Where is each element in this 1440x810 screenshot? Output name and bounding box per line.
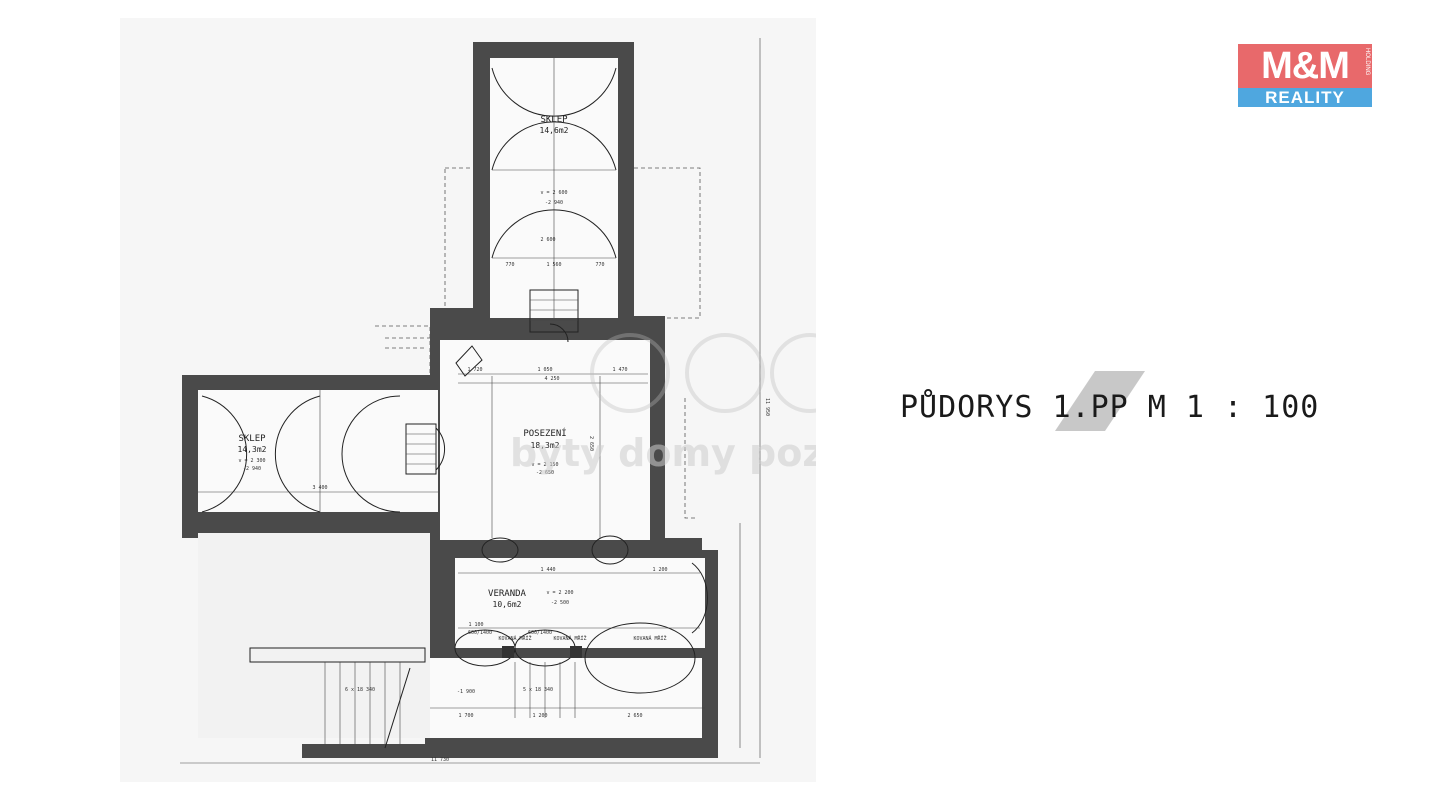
note-grille-2: KOVANÁ MŘÍŽ xyxy=(553,634,586,642)
note-level-2: -2 940 xyxy=(243,466,261,472)
room-label-posezeni: POSEZENÍ xyxy=(523,427,566,439)
note-stairs-2: 5 x 18 340 xyxy=(523,687,553,693)
room-area-posezeni: 18,3m2 xyxy=(531,441,560,450)
note-height-4: v = 2 200 xyxy=(546,590,573,596)
dashed-outline-left-2 xyxy=(385,337,430,349)
plan-title: PŮDORYS 1.PP M 1 : 100 xyxy=(900,390,1320,425)
arc-left-3 xyxy=(341,395,401,513)
title-slash-decoration xyxy=(1055,371,1145,431)
stair-middle xyxy=(405,423,437,475)
exterior-stair-area xyxy=(198,533,430,738)
arc-left-1 xyxy=(201,395,248,513)
door-veranda-1 xyxy=(481,537,519,563)
dim-14: 1 560 xyxy=(546,262,561,268)
dim-1: 1 720 xyxy=(467,367,482,373)
window-arc-3 xyxy=(584,622,696,694)
corridor xyxy=(440,340,460,540)
dim-6: 2 650 xyxy=(588,436,594,451)
note-height-2: v = 2 300 xyxy=(238,458,265,464)
door-veranda-right xyxy=(691,562,708,634)
note-grille-1: KOVANÁ MŘÍŽ xyxy=(498,634,531,642)
stair-slash xyxy=(384,667,411,749)
dim-2: 1 050 xyxy=(537,367,552,373)
note-height-3: v = 2 150 xyxy=(531,462,558,468)
door-swing-middle xyxy=(435,427,446,471)
room-sklep-left xyxy=(198,390,438,512)
dashed-outline-right xyxy=(684,398,695,519)
floor-plan: SKLEP 14,6m2 POSEZENÍ 18,3m2 SKLEP 14,3m… xyxy=(120,18,816,782)
note-level-1: -2 940 xyxy=(545,200,563,206)
note-level-3: -2 650 xyxy=(536,470,554,476)
room-area-sklep-upper: 14,6m2 xyxy=(540,126,569,135)
note-window-2: 600/1400 xyxy=(528,630,552,636)
room-label-sklep-left: SKLEP xyxy=(238,434,266,444)
dim-11: 1 200 xyxy=(532,713,547,719)
door-veranda-2 xyxy=(591,535,629,565)
note-grille-3: KOVANÁ MŘÍŽ xyxy=(633,634,666,642)
landing xyxy=(249,647,426,663)
room-area-veranda: 10,6m2 xyxy=(493,600,522,609)
door-corner xyxy=(455,345,483,377)
room-veranda-lower xyxy=(430,658,702,738)
note-level-4: -2 500 xyxy=(551,600,569,606)
room-label-sklep-upper: SKLEP xyxy=(540,115,568,125)
dim-16: 770 xyxy=(595,262,604,268)
dim-total-height: 11 950 xyxy=(764,398,770,416)
dim-13: 2 600 xyxy=(540,237,555,243)
room-label-veranda: VERANDA xyxy=(488,589,527,599)
dim-12: 2 650 xyxy=(627,713,642,719)
dim-5: 3 400 xyxy=(312,485,327,491)
watermark-text: byty domy pozemky xyxy=(510,431,816,475)
mm-reality-logo: M&M HOLDING REALITY xyxy=(1238,44,1372,107)
room-area-sklep-left: 14,3m2 xyxy=(238,445,267,454)
note-stairs-1: 6 x 18 340 xyxy=(345,687,375,693)
dim-4: 4 250 xyxy=(544,376,559,382)
note-height-1: v = 2 600 xyxy=(540,190,567,196)
watermark xyxy=(590,333,816,413)
dim-8: 1 200 xyxy=(652,567,667,573)
dim-15: 770 xyxy=(505,262,514,268)
note-level-5: -1 900 xyxy=(457,689,475,695)
room-posezeni xyxy=(455,340,650,540)
floor-plan-drawing: SKLEP 14,6m2 POSEZENÍ 18,3m2 SKLEP 14,3m… xyxy=(180,38,816,764)
logo-top-text: M&M xyxy=(1238,44,1372,88)
dim-9: 1 100 xyxy=(468,622,483,628)
note-window-1: 600/1400 xyxy=(468,630,492,636)
dim-7: 1 440 xyxy=(540,567,555,573)
stair-treads-lower xyxy=(324,662,576,744)
logo-holding-text: HOLDING xyxy=(1364,48,1370,76)
door-swing-upper xyxy=(549,323,569,343)
stair-upper xyxy=(529,289,579,333)
dim-total-width: 11 730 xyxy=(431,757,449,763)
dim-10: 1 700 xyxy=(458,713,473,719)
arc-left-2 xyxy=(274,395,321,513)
dim-3: 1 470 xyxy=(612,367,627,373)
logo-bottom-text: REALITY xyxy=(1238,88,1372,107)
